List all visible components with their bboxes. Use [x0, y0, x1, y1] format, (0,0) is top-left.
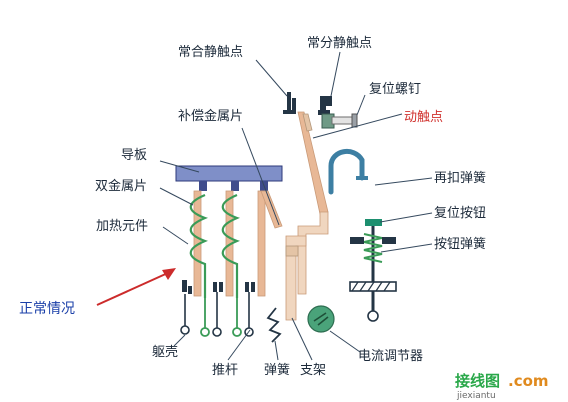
frame-bracket — [297, 211, 329, 295]
nc-static-contact — [283, 92, 296, 114]
label-bracket: 支架 — [300, 363, 326, 378]
button-spring — [363, 233, 383, 263]
button-pin — [367, 310, 379, 322]
terminal — [200, 327, 210, 337]
no-static-contact — [318, 96, 332, 115]
label-reset-screw: 复位螺钉 — [369, 82, 421, 97]
label-push-rod: 推杆 — [212, 363, 238, 378]
guide-plate — [175, 165, 283, 182]
guide-plate-tab — [199, 181, 207, 191]
heating-coil — [189, 193, 208, 298]
button-guide — [382, 237, 396, 244]
housing-terminal — [180, 325, 190, 335]
bracket-step — [285, 245, 299, 257]
label-compensation-sheet: 补偿金属片 — [178, 108, 243, 124]
label-current-regulator: 电流调节器 — [358, 349, 423, 364]
moving-contact-blade — [302, 113, 313, 132]
terminal — [232, 327, 242, 337]
button-guide — [350, 237, 364, 244]
rebuckle-latch — [356, 176, 368, 180]
reset-screw — [321, 113, 358, 129]
label-guide-plate: 导板 — [121, 148, 147, 163]
watermark-suffix: .com — [508, 372, 549, 390]
normal-state-arrow — [96, 271, 171, 306]
watermark-domain: jiexiantu — [456, 391, 496, 401]
heating-coil — [221, 193, 240, 298]
label-nc-static-contact: 常合静触点 — [178, 45, 243, 60]
label-normal-state: 正常情况 — [19, 301, 75, 317]
watermark: 接线图 .com jiexiantu — [455, 372, 549, 401]
leader-lines — [159, 51, 433, 361]
button-base — [349, 281, 397, 292]
reset-button-cap — [365, 219, 382, 226]
label-housing: 躯壳 — [152, 344, 178, 360]
spring — [266, 307, 282, 343]
terminal — [212, 327, 222, 337]
normal-state-arrowhead — [162, 268, 176, 280]
current-regulator — [307, 305, 335, 333]
rebuckle-spring — [328, 149, 365, 195]
regulator-mark — [313, 312, 329, 326]
label-rebuckle-spring: 再扣弹簧 — [434, 170, 486, 186]
label-spring: 弹簧 — [264, 362, 290, 378]
guide-plate-tab — [231, 181, 239, 191]
label-bimetal-strip: 双金属片 — [95, 178, 147, 194]
housing-switch — [182, 280, 192, 294]
label-no-static-contact: 常分静触点 — [307, 36, 372, 51]
label-reset-button: 复位按钮 — [434, 206, 486, 221]
watermark-brand: 接线图 — [455, 372, 500, 390]
heater-contacts — [213, 282, 255, 292]
label-button-spring: 按钮弹簧 — [434, 236, 486, 252]
button-base-hatch — [351, 281, 391, 292]
bimetal-strip — [257, 190, 266, 297]
label-moving-contact: 动触点 — [404, 110, 443, 125]
label-heating-element: 加热元件 — [96, 219, 148, 234]
